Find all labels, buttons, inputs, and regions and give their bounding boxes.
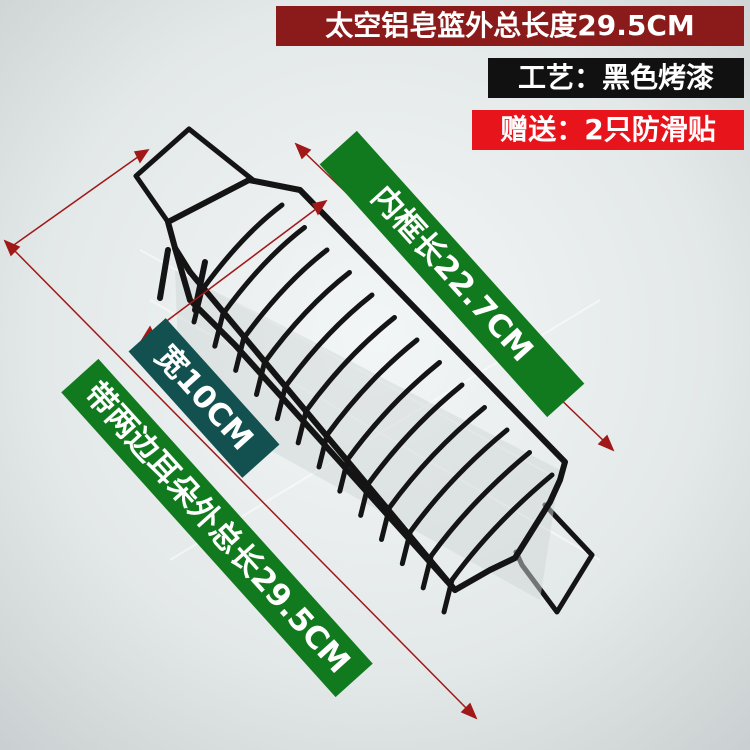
basket-rib [295,315,397,446]
dimension-line-outer [3,239,478,720]
basket-rib [379,405,487,542]
basket-rib [358,382,465,518]
dimension-line-top [10,148,150,248]
finish-banner: 工艺：黑色烤漆 [488,58,744,98]
basket-rib [254,270,352,397]
total-length-banner: 太空铝皂篮外总长度29.5CM [276,6,744,46]
basket-rib [233,247,330,373]
basket-rib [274,292,375,422]
basket-frame [157,177,568,593]
basket-rib [441,472,555,615]
basket-rib [337,360,442,494]
basket-rib [316,337,420,470]
basket-rib [399,427,510,567]
basket-rib [420,450,532,591]
gift-banner: 赠送：2只防滑贴 [472,110,744,150]
